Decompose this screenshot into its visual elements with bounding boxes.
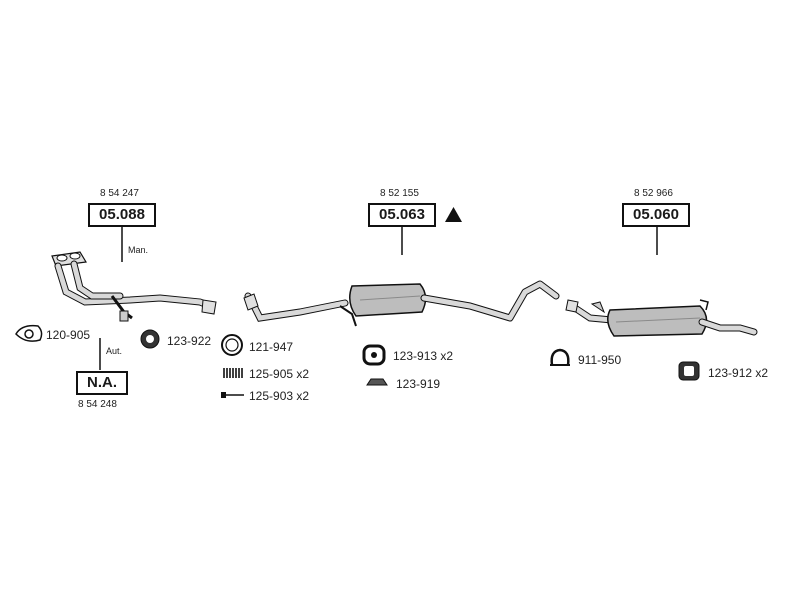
part-code-rear[interactable]: 05.060 [622,203,690,227]
gasket-icon [15,324,43,342]
bracket-icon [366,378,388,386]
bolt-icon [221,392,244,398]
accessory-label: 123-922 [167,334,212,348]
hanger-icon [678,361,700,381]
part-code-center[interactable]: 05.063 [368,203,436,227]
rubber-ring-icon [140,329,160,349]
variant-note-manual: Man. [128,245,149,255]
part-code-automatic[interactable]: N.A. [76,371,128,395]
accessory-label: 125-903 x2 [249,389,310,403]
part-code-front[interactable]: 05.088 [88,203,156,227]
center-pipe-drawing [243,280,560,327]
clamp-icon [550,348,570,366]
ref-number-rear: 8 52 966 [634,188,673,199]
accessory-label: 120-905 [46,328,91,342]
accessory-label: 123-912 x2 [708,366,769,380]
rear-pipe-drawing [565,299,758,337]
accessory-label: 911-950 [578,353,622,367]
accessory-label: 123-919 [396,377,441,391]
warning-triangle-icon [445,207,462,222]
front-pipe-drawing [51,251,217,322]
rubber-mount-icon [362,344,386,366]
accessory-label: 121-947 [249,340,294,354]
spring-icon [223,368,243,378]
ref-number-front: 8 54 247 [100,188,139,199]
ref-number-center: 8 52 155 [380,188,419,199]
accessory-label: 123-913 x2 [393,349,454,363]
variant-note-automatic: Aut. [106,346,123,356]
ref-number-automatic: 8 54 248 [78,399,117,410]
accessory-label: 125-905 x2 [249,367,310,381]
seal-ring-icon [221,334,243,356]
